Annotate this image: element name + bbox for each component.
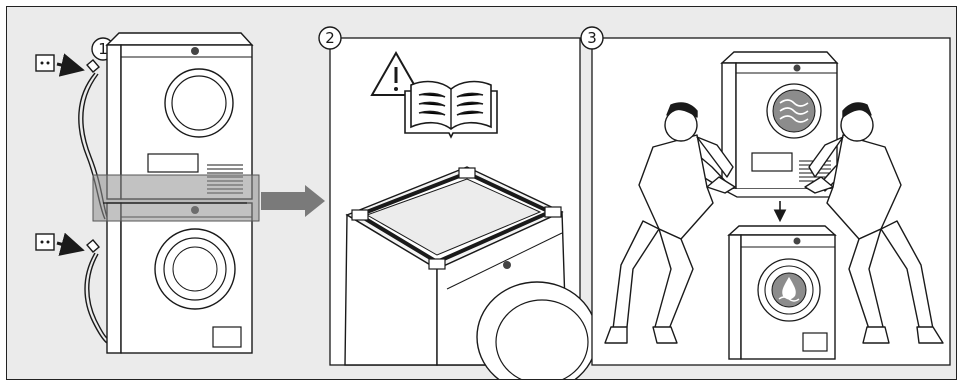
step-3-badge: 3 <box>581 27 603 49</box>
step-3-number: 3 <box>587 29 597 47</box>
step-3: 3 <box>581 27 950 365</box>
step-1: 1 <box>36 33 325 353</box>
stacking-kit-highlight <box>93 175 259 221</box>
socket-icon <box>36 55 54 71</box>
step-2: 2 <box>319 27 597 380</box>
lifted-dryer <box>722 52 837 197</box>
step-2-badge: 2 <box>319 27 341 49</box>
manual-book-icon <box>405 82 497 137</box>
washer-appliance <box>107 203 252 353</box>
floor-washer <box>729 226 835 359</box>
dryer-appliance <box>107 33 252 199</box>
instruction-diagram: 1 <box>6 6 957 380</box>
plug-icon <box>85 240 109 343</box>
zoom-arrow <box>261 185 325 217</box>
diagram-canvas: 1 <box>7 7 957 380</box>
socket-icon <box>36 234 54 250</box>
step-2-number: 2 <box>325 29 335 47</box>
